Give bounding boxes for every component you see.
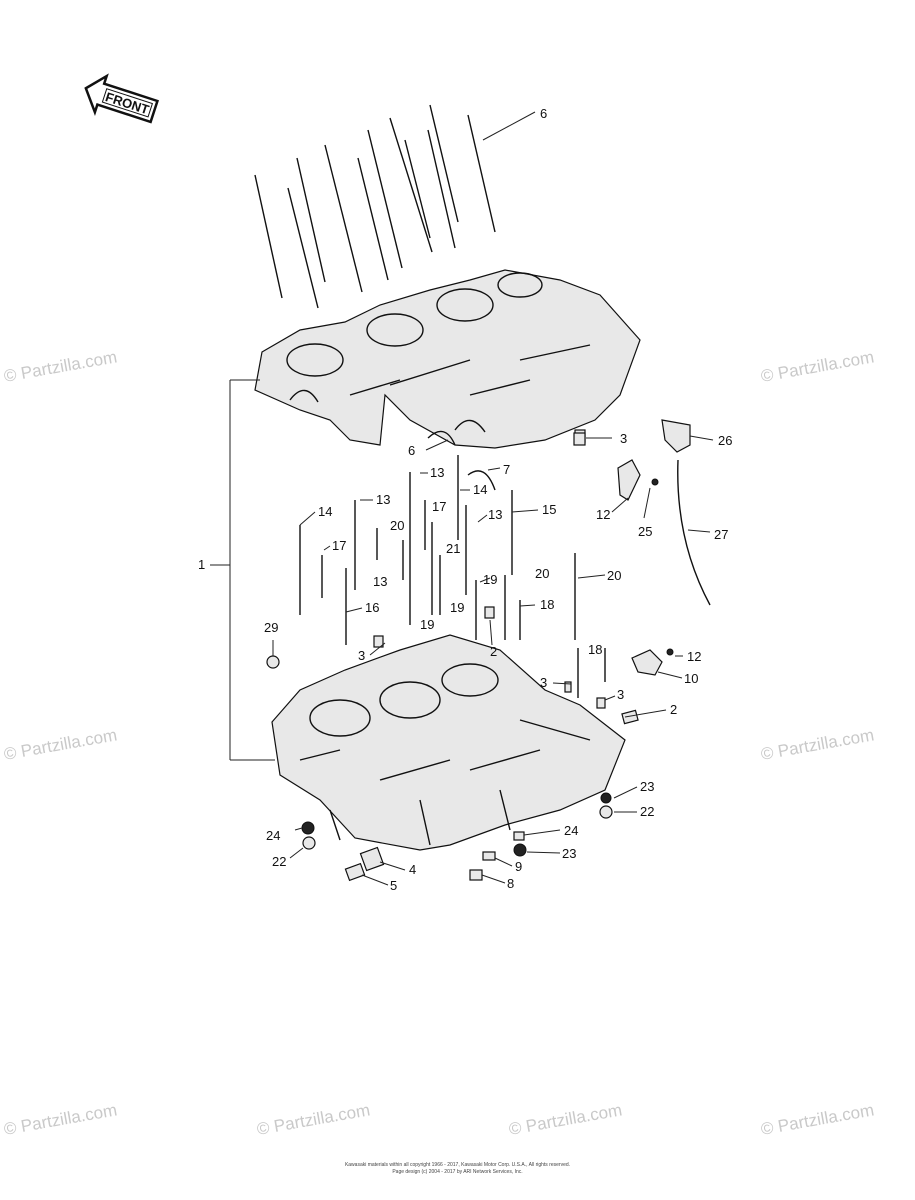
callout-13: 13 [376,492,390,507]
callout-9: 9 [515,859,522,874]
callout-3: 3 [540,675,547,690]
callout-3: 3 [617,687,624,702]
callout-21: 21 [446,541,460,556]
callout-14: 14 [318,504,332,519]
callout-13: 13 [488,507,502,522]
callout-3: 3 [620,431,627,446]
callout-16: 16 [365,600,379,615]
lower-crankcase [271,634,626,851]
callout-2: 2 [670,702,677,717]
watermark: © Partzilla.com [2,725,118,764]
footer-copyright: Kawasaki materials within all copyright … [344,1162,571,1168]
callout-29: 29 [264,620,278,635]
watermark: © Partzilla.com [759,347,875,386]
callout-20: 20 [535,566,549,581]
callout-12: 12 [687,649,701,664]
watermark: © Partzilla.com [759,1100,875,1139]
watermark: © Partzilla.com [759,725,875,764]
callout-24: 24 [564,823,578,838]
callout-24: 23 [640,779,654,794]
callout-13: 13 [373,574,387,589]
callout-23: 23 [562,846,576,861]
long-studs [254,104,496,309]
callout-25: 24 [266,828,280,843]
callout-19: 19 [420,617,434,632]
callout-6: 6 [408,443,415,458]
callout-23: 22 [640,804,654,819]
leader-lines [210,111,714,886]
watermark: © Partzilla.com [2,347,118,386]
footer-page-design: Page design (c) 2004 - 2017 by ARI Netwo… [392,1169,523,1175]
callout-13: 13 [430,465,444,480]
callout-19: 19 [450,600,464,615]
callout-18: 18 [588,642,602,657]
callout-8: 8 [507,876,514,891]
callout-7: 7 [503,462,510,477]
callout-17: 17 [432,499,446,514]
callout-18: 18 [540,597,554,612]
callout-labels: 6 1 3 26 6 7 13 13 14 14 17 13 15 12 25 … [198,106,732,893]
callout-10: 10 [684,671,698,686]
callout-28: 27 [714,527,728,542]
callout-17: 17 [332,538,346,553]
watermark: © Partzilla.com [2,1100,118,1139]
callout-4: 4 [409,862,416,877]
callout-3: 3 [358,648,365,663]
callout-5: 5 [390,878,397,893]
callout-27: 26 [718,433,732,448]
callout-14: 14 [473,482,487,497]
front-arrow-icon: FRONT [84,73,160,124]
callout-2: 2 [490,644,497,659]
callout-20: 20 [390,518,404,533]
callout-20: 20 [607,568,621,583]
callout-1: 1 [198,557,205,572]
watermark: © Partzilla.com [507,1100,623,1139]
watermark: © Partzilla.com [255,1100,371,1139]
callout-19: 19 [483,572,497,587]
callout-26: 25 [638,524,652,539]
middle-studs [299,455,606,698]
callout-6: 6 [540,106,547,121]
callout-15: 15 [542,502,556,517]
callout-22: 22 [272,854,286,869]
upper-crankcase [254,269,641,449]
callout-11: 12 [596,507,610,522]
small-parts [266,419,711,882]
